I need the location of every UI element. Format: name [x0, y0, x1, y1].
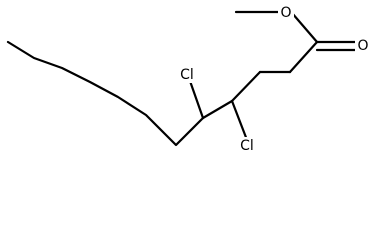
bond-c4-c3: [230, 70, 262, 103]
bond-c5-c4: [201, 99, 234, 120]
molecule-bonds: [6, 10, 360, 147]
carbonyl-oxygen-bg: [355, 37, 371, 54]
chlorine-lower-bg: [236, 137, 258, 154]
bond-c2-c1: [288, 40, 319, 74]
ester-oxygen-bg: [278, 4, 294, 21]
bond-c5-cl: [188, 79, 205, 120]
atom-labels: O O Cl Cl: [176, 4, 371, 154]
chlorine-lower-label: Cl: [240, 138, 254, 154]
bond-c1-o-single: [290, 11, 319, 44]
chlorine-upper-label: Cl: [180, 67, 194, 83]
ester-oxygen-label: O: [280, 5, 291, 21]
skeletal-structure-diagram: O O Cl Cl: [6, 4, 371, 154]
heptyl-chain: [6, 40, 205, 147]
chlorine-upper-bg: [176, 66, 198, 83]
bond-c4-cl: [230, 99, 249, 142]
carbonyl-oxygen-label: O: [357, 38, 368, 54]
